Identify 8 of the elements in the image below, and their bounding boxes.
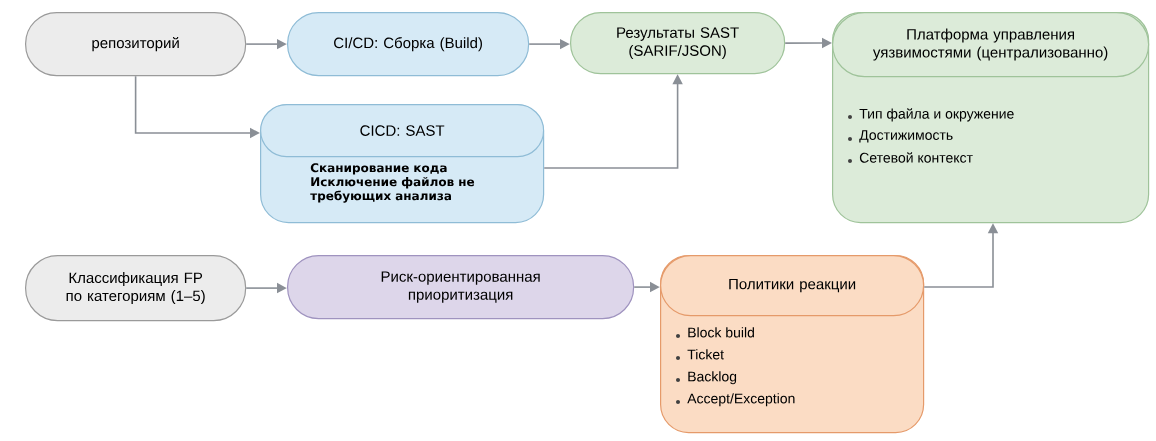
process-card: CICD: SAST Сканирование кода Исключение файлов не требующих анализа [260,104,545,224]
process-pill: репозиторий [25,12,247,77]
process-pill: Результаты SAST (SARIF/JSON) [570,12,786,75]
process-pill: Классификация FP по категориям (1–5) [25,255,247,322]
process-card: Политики реакции Block build Ticket Backlog Accept/Exception [660,255,925,434]
process-card: Платформа управления уязвимостями (централизованно) Тип файла и окружение Достижимость Сетевой контекст [832,12,1150,224]
process-pill: CI/CD: Сборка (Build) [287,12,530,77]
process-pill: Риск-ориентированная приоритизация [287,255,635,320]
